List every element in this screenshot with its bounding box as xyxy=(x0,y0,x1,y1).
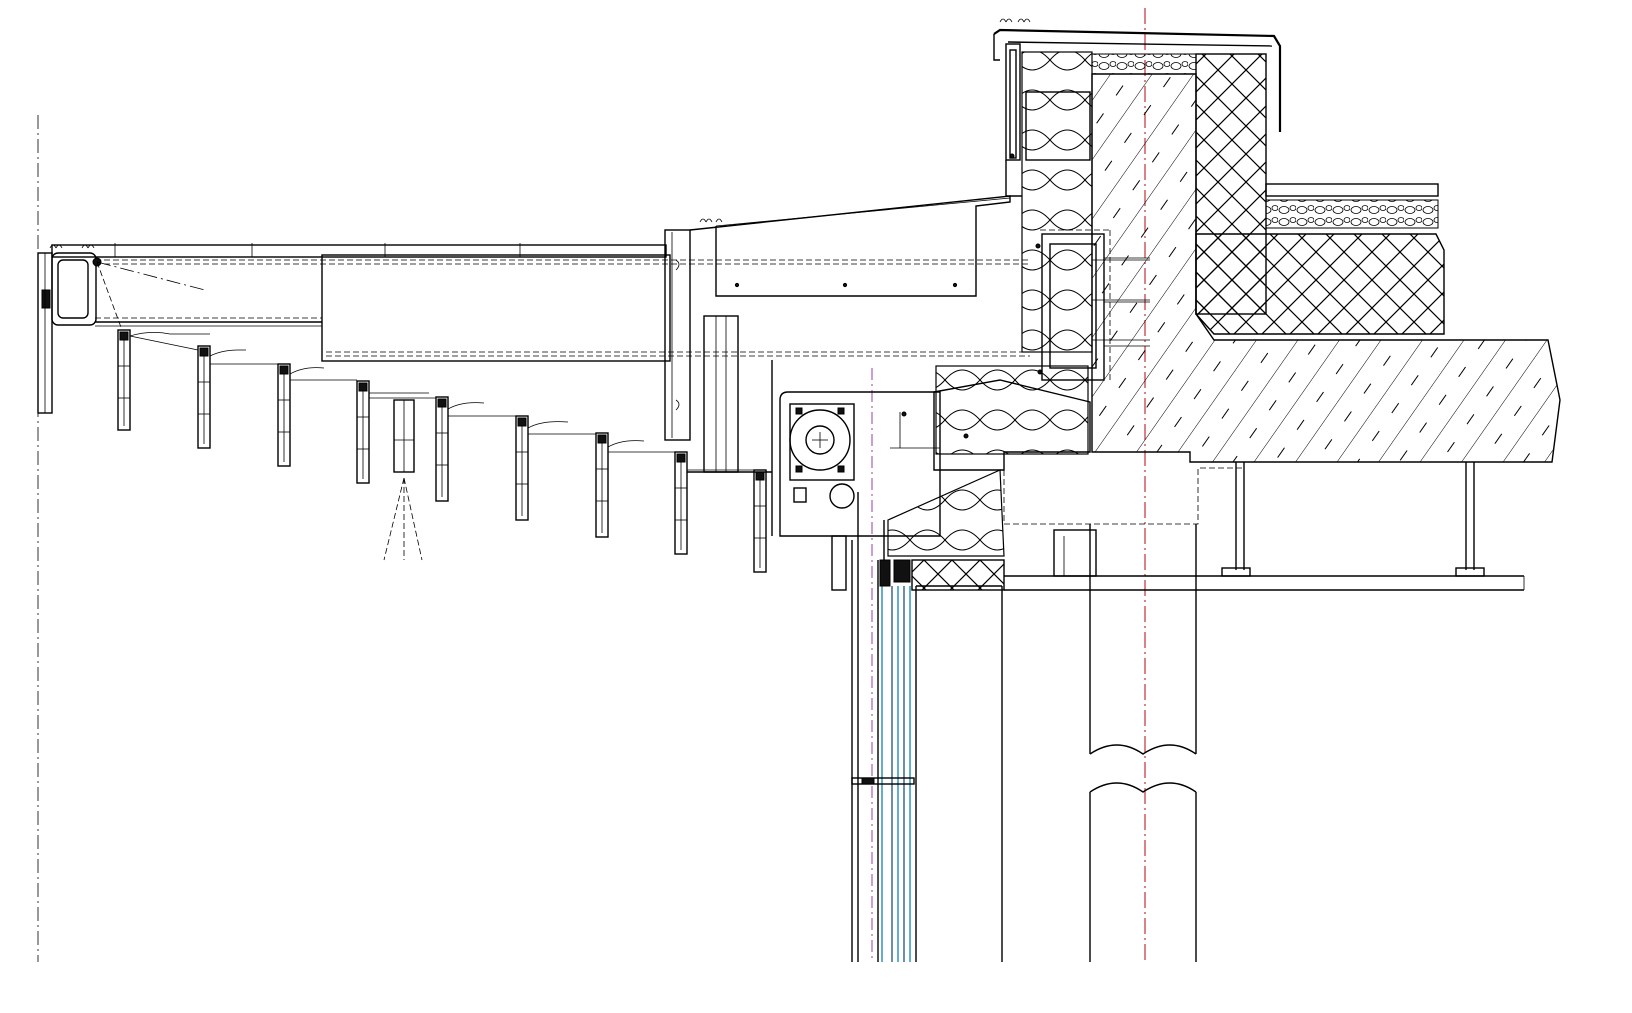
fixings xyxy=(963,153,1150,439)
louvre-blade xyxy=(515,415,569,521)
louvre-blade xyxy=(595,432,645,538)
louvre-blade xyxy=(674,451,688,555)
cantilever-beam xyxy=(37,243,1030,414)
louvre-blade xyxy=(197,345,246,449)
louvre-blade xyxy=(117,329,210,431)
louvre-blade xyxy=(356,380,429,484)
louvre-blade xyxy=(277,363,325,467)
louvre-array xyxy=(117,329,767,573)
sprinkler-head xyxy=(383,399,423,561)
fascia xyxy=(664,195,1011,536)
roof-parapet xyxy=(993,18,1282,197)
louvre-blade xyxy=(435,396,485,502)
sun-blind-roller xyxy=(779,391,941,962)
column xyxy=(1004,462,1525,962)
roof-build-up xyxy=(1195,53,1445,335)
louvre-blade xyxy=(753,469,767,573)
insulation-layer xyxy=(935,51,1111,455)
glazing-unit xyxy=(851,559,1003,962)
